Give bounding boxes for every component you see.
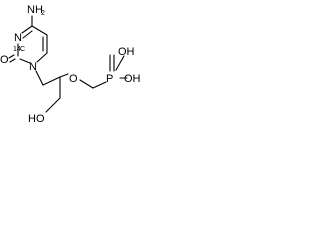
atom-o-carbonyl: O bbox=[0, 54, 9, 66]
bond-ch2-oh bbox=[45, 97, 61, 113]
atom-nh2: NH bbox=[27, 4, 43, 16]
atom-oh-top: OH bbox=[118, 46, 135, 58]
atom-p: P bbox=[106, 73, 113, 85]
bond-ch2p-p bbox=[92, 81, 107, 89]
bond-c2-o bbox=[8, 54, 15, 59]
bond-ch2-ch bbox=[42, 76, 61, 86]
bond-c6-n1 bbox=[36, 52, 48, 63]
structure-diagram: NH 2 N 14 C O N O P OH OH HO bbox=[0, 4, 141, 125]
atom-ring-n: N bbox=[14, 32, 22, 44]
atom-oh-right: OH bbox=[124, 73, 141, 85]
atom-o-ether: O bbox=[69, 73, 78, 85]
bond-c2-o-double bbox=[9, 58, 16, 63]
bond-p-oh-top bbox=[115, 55, 125, 71]
atom-ho-bottom: HO bbox=[28, 113, 45, 125]
bond-n1-ch2 bbox=[35, 70, 44, 86]
bond-ch-o bbox=[59, 73, 69, 78]
atom-ring-n1: N bbox=[29, 61, 37, 73]
bond-n3-c4-double bbox=[22, 30, 33, 39]
bond-o-ch2p bbox=[79, 79, 94, 89]
bond-n1-c2 bbox=[19, 58, 31, 64]
isotope-symbol: C bbox=[20, 46, 25, 53]
bond-c4-c5 bbox=[31, 25, 48, 36]
bond-n3-c4 bbox=[21, 25, 33, 34]
atom-label-group: NH 2 N 14 C O N O P OH OH HO bbox=[0, 4, 141, 125]
isotope-mass-label: 14 bbox=[13, 46, 21, 53]
atom-nh2-subscript: 2 bbox=[41, 10, 45, 17]
bond-group bbox=[8, 15, 128, 113]
